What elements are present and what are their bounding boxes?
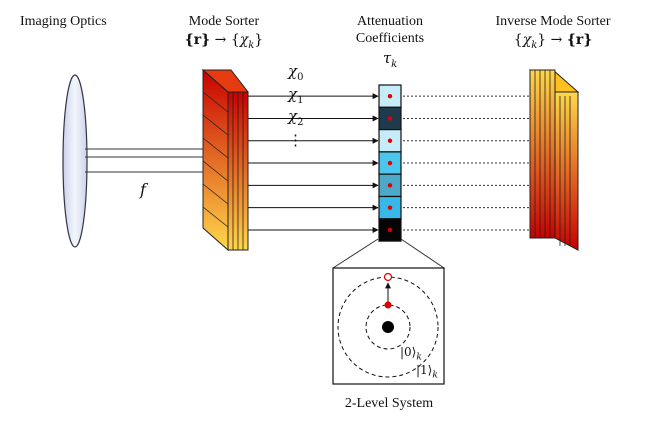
- attenuator-column: [378, 84, 402, 242]
- zoom-connector: [332, 238, 445, 269]
- dotted-arrows: [403, 93, 555, 233]
- inverse-sorter-block: [528, 69, 580, 251]
- attenuator-dot: [387, 116, 393, 121]
- outer-orbit: [337, 276, 439, 378]
- imaging-optics-label: Imaging Optics: [20, 14, 107, 29]
- attenuation-label: Attenuation: [356, 14, 424, 29]
- inverse-mode-sorter-label: Inverse Mode Sorter: [495, 14, 611, 29]
- ket-label: |1⟩k: [416, 363, 438, 381]
- two-level-box: [332, 267, 445, 385]
- ground-state-electron: [384, 301, 392, 309]
- attenuator-dot: [387, 138, 393, 143]
- mode-arrows: [248, 93, 379, 233]
- imaging-lens: [62, 74, 88, 248]
- attenuator-dot: [387, 205, 393, 210]
- inner-orbit: [365, 304, 411, 350]
- mode-label: ⋮: [288, 131, 303, 149]
- focal-length-label: f: [140, 180, 146, 199]
- excited-state-marker: [383, 272, 393, 282]
- mode-sorter-label: Mode Sorter: [188, 14, 260, 29]
- mode-label: χ1: [288, 85, 304, 106]
- coefficients-label: Coefficients: [355, 31, 425, 46]
- mode-label: χ2: [288, 107, 304, 128]
- attenuator-dot: [387, 160, 393, 166]
- mode-sorter-block: [201, 68, 250, 252]
- attenuator-dot: [387, 93, 393, 99]
- two-level-system-label: 2-Level System: [344, 396, 434, 411]
- mode-label: χ0: [288, 62, 304, 83]
- input-beam: [85, 148, 210, 173]
- tau-k-label: τk: [382, 49, 398, 70]
- attenuator-dot: [387, 183, 393, 188]
- attenuator-dot: [387, 227, 393, 233]
- inverse-formula: {χk} → {r}: [513, 32, 593, 51]
- mode-sorter-formula: {r} → {χk}: [184, 32, 264, 51]
- nucleus: [382, 321, 394, 333]
- ket-label: |0⟩k: [400, 345, 422, 363]
